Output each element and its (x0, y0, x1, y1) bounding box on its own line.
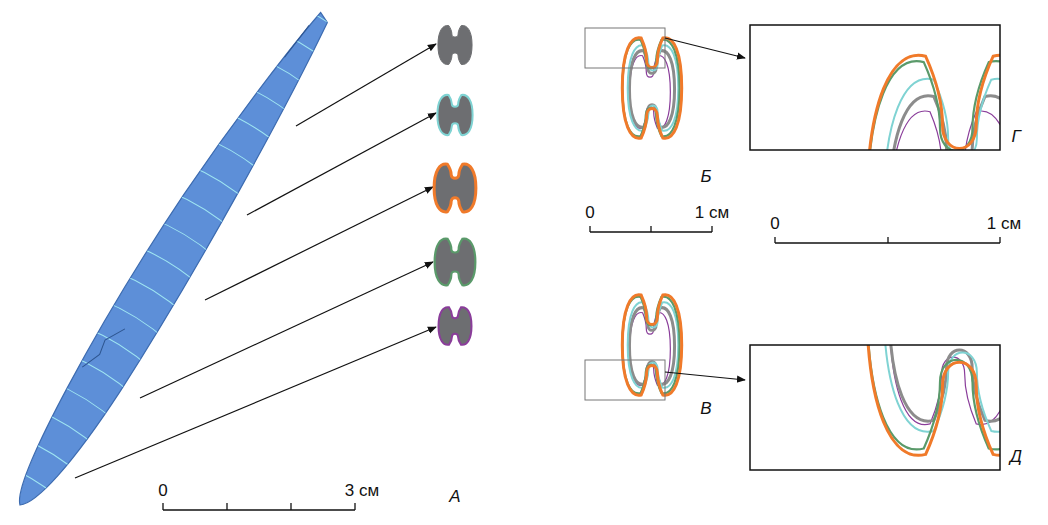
panel-letter: Г (1011, 128, 1020, 147)
zoom-arrows (665, 38, 745, 380)
contour-line (287, 0, 357, 43)
panel-letter: А (449, 488, 460, 507)
contour-line (168, 188, 238, 233)
contour-line (16, 432, 86, 477)
contour-line (84, 324, 154, 369)
crack-line (82, 320, 125, 375)
zoom-detail (867, 345, 1000, 455)
contour-line (202, 134, 272, 179)
scale-bar (590, 226, 712, 232)
zoom-frame (585, 28, 665, 68)
contour-line (101, 297, 171, 342)
bone-point (0, 0, 359, 525)
cross-sections (434, 26, 476, 345)
scale-label: 1 см (987, 215, 1021, 234)
contour-line (151, 215, 221, 260)
contour-line (0, 460, 69, 505)
contour-line (253, 52, 323, 97)
zoom-box (750, 25, 1000, 150)
outline-overlay (622, 38, 681, 139)
contour-line (219, 106, 289, 151)
contour-line (185, 161, 255, 206)
zoom-frame (585, 360, 665, 400)
zoom-detail (867, 55, 1000, 150)
scale-bar (163, 503, 355, 510)
scale-label: 1 см (695, 204, 729, 223)
scale-label: 0 (770, 215, 779, 234)
contour-line (118, 269, 188, 314)
contour-line (67, 351, 137, 396)
scale-label: 3 см (345, 482, 379, 501)
panel-letter: В (700, 400, 711, 419)
contour-line (50, 378, 120, 423)
scale-label: 0 (158, 482, 167, 501)
outline-overlay (622, 295, 681, 396)
contour-line (236, 79, 306, 124)
section-arrows (75, 44, 436, 478)
scale-label: 0 (585, 204, 594, 223)
zoom-box (750, 345, 1000, 470)
contour-line (135, 242, 205, 287)
crack-line (285, 23, 310, 59)
panel-letter: Б (700, 168, 711, 187)
contour-line (33, 405, 103, 450)
panel-letter: Д (1010, 448, 1022, 467)
scale-bar (775, 237, 1000, 243)
